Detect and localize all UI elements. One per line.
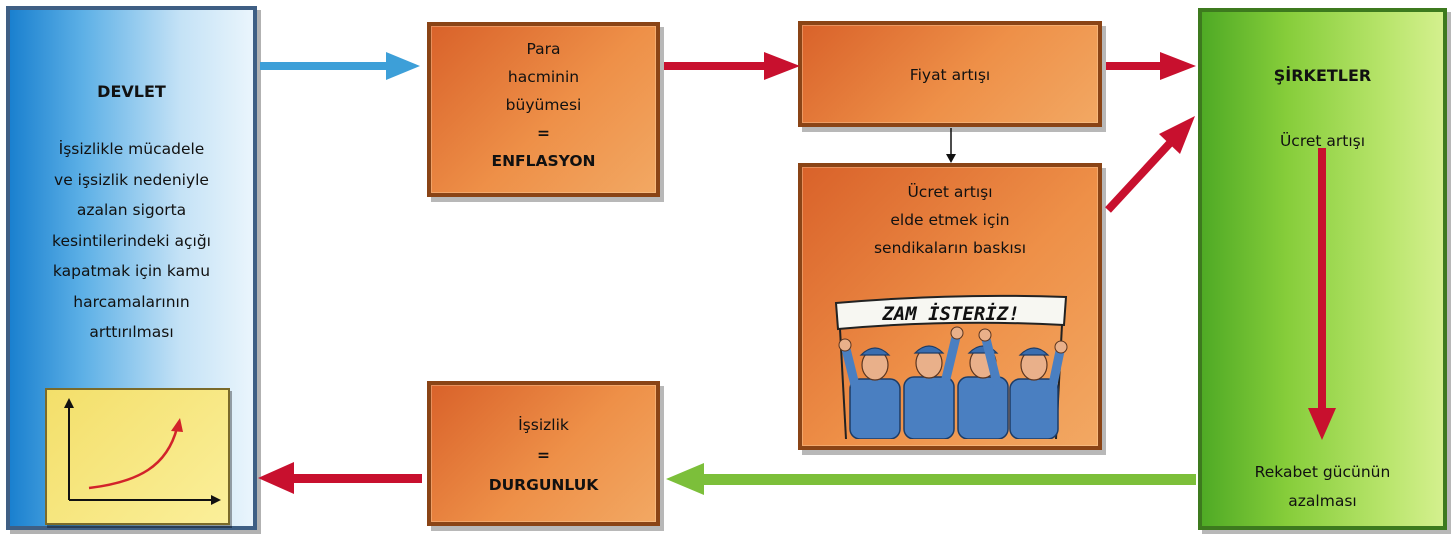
devlet-line: harcamalarının [73, 292, 190, 311]
price-increase-box: Fiyat artışı [798, 21, 1102, 127]
union-pressure-box: Ücret artışı elde etmek için sendikaları… [798, 163, 1102, 450]
devlet-line: kesintilerindeki açığı [52, 231, 211, 250]
growth-chart-icon [45, 388, 230, 525]
devlet-description: İşsizlikle mücadele ve işsizlik nedeniyl… [20, 134, 243, 348]
devlet-title: DEVLET [97, 82, 166, 101]
inflation-label: ENFLASYON [491, 152, 596, 170]
competitiveness-decline-label: Rekabet gücünün azalması [1202, 458, 1443, 516]
money-supply-box: Para hacminin büyümesi = ENFLASYON [427, 22, 660, 197]
companies-title: ŞİRKETLER [1273, 66, 1372, 85]
devlet-line: kapatmak için kamu [52, 262, 211, 280]
devlet-line: ve işsizlik nedeniyle [54, 170, 209, 189]
union-line: sendikaların baskısı [873, 239, 1027, 257]
compete-line: azalması [1288, 492, 1357, 510]
arrow-price-to-union [946, 128, 956, 163]
arrow-money-to-price [664, 52, 800, 80]
para-line: Para [526, 40, 561, 58]
unemployment-label: İşsizlik [518, 416, 569, 434]
devlet-line: arttırılması [89, 323, 174, 341]
arrow-wage-to-competitiveness [1308, 148, 1336, 440]
arrow-unemployment-to-devlet [258, 462, 422, 494]
para-line: hacminin [507, 68, 580, 86]
arrow-union-to-companies [1105, 116, 1195, 213]
protesting-workers-illustration: ZAM İSTERİZ! [826, 289, 1076, 440]
arrow-price-to-companies [1106, 52, 1196, 80]
price-increase-label: Fiyat artışı [909, 66, 991, 84]
recession-label: DURGUNLUK [488, 476, 599, 494]
equals-sign: = [537, 446, 550, 464]
devlet-line: İşsizlikle mücadele [58, 140, 205, 158]
svg-text:ZAM İSTERİZ!: ZAM İSTERİZ! [881, 301, 1019, 325]
devlet-box: DEVLET İşsizlikle mücadele ve işsizlik n… [6, 6, 257, 530]
para-line: büyümesi [505, 96, 582, 114]
compete-line: Rekabet gücünün [1254, 463, 1391, 481]
equals-sign: = [537, 124, 550, 142]
arrow-companies-to-unemployment [666, 463, 1196, 495]
devlet-line: azalan sigorta [76, 201, 187, 219]
unemployment-box: İşsizlik = DURGUNLUK [427, 381, 660, 526]
union-line: Ücret artışı [907, 183, 993, 201]
union-line: elde etmek için [890, 211, 1010, 229]
wage-increase-label: Ücret artışı [1279, 132, 1366, 150]
arrow-devlet-to-money [260, 52, 420, 80]
